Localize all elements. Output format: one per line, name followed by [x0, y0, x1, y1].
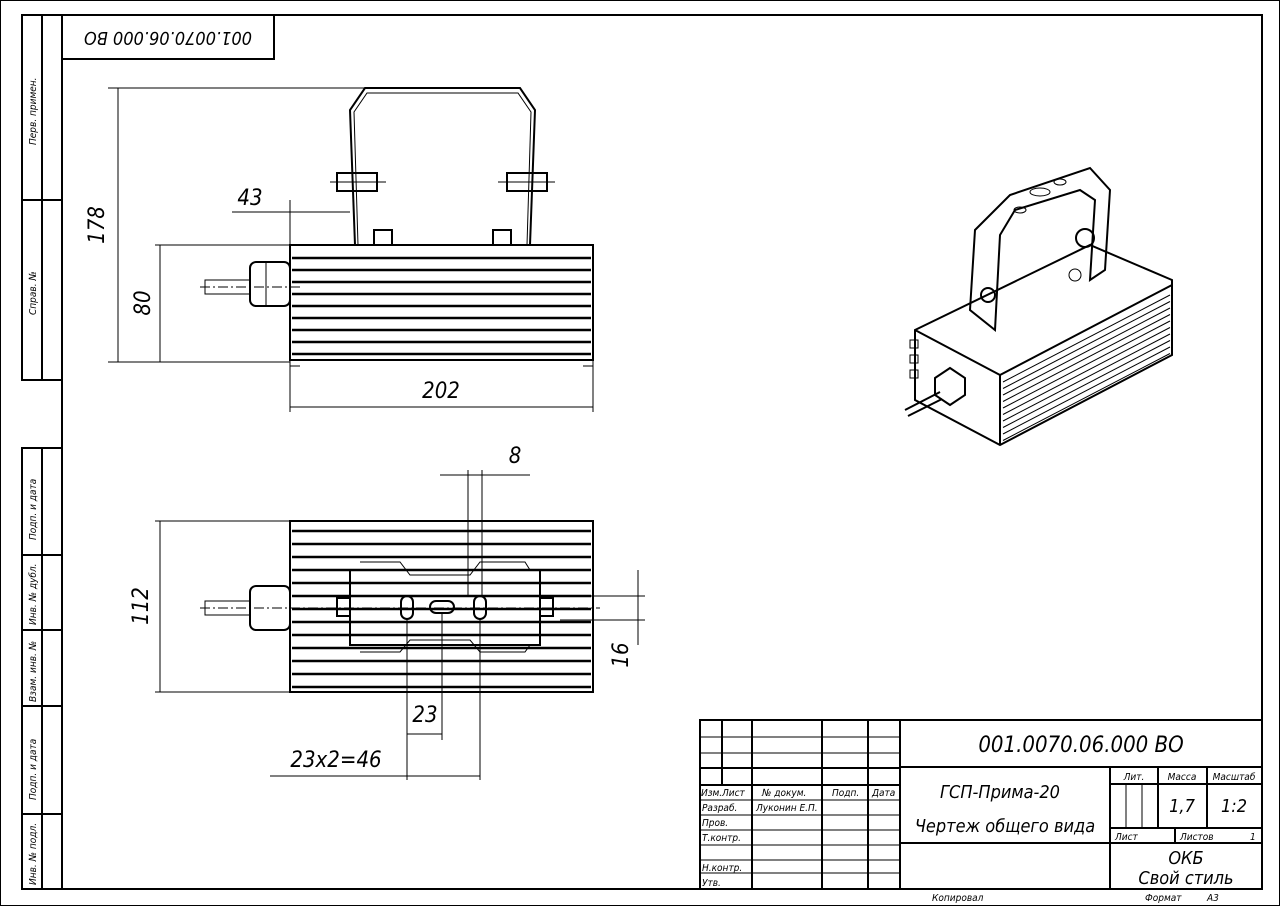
- drawing-type: Чертеж общего вида: [915, 816, 1095, 837]
- sheet-label: Лист: [1114, 832, 1139, 843]
- header-list: Лист: [721, 788, 746, 799]
- lit-label: Лит.: [1123, 772, 1145, 783]
- sheets-label: Листов: [1179, 832, 1214, 843]
- developer-name: Луконин Е.П.: [755, 803, 818, 814]
- role-razrab: Разраб.: [702, 802, 737, 814]
- strip-label: Взам. инв. №: [28, 641, 39, 702]
- header-doc: № докум.: [761, 788, 806, 799]
- header-izm: Изм.: [701, 788, 722, 799]
- bottom-dimensions: 112 8 16 23 23x2=46: [129, 444, 645, 780]
- dim-height-total: 178: [85, 206, 110, 244]
- fin-line: [1002, 301, 1171, 389]
- strip-label: Подп. и дата: [28, 739, 39, 800]
- strip-label: Справ. №: [28, 271, 39, 315]
- mass-label: Масса: [1168, 772, 1197, 783]
- fin-line: [1002, 327, 1171, 415]
- dim-slot-width: 8: [509, 444, 522, 469]
- strip-label: Перв. примен.: [28, 77, 39, 145]
- role-utv: Утв.: [702, 878, 721, 889]
- fin-line: [1002, 333, 1171, 422]
- isometric-view: [904, 166, 1173, 447]
- side-strip: Перв. примен. Справ. № Подп. и дата Инв.…: [21, 14, 63, 890]
- copied-label: Копировал: [932, 893, 984, 904]
- front-view: [200, 87, 594, 367]
- front-dimensions: 178 80 43 202: [85, 87, 594, 412]
- product-name: ГСП-Прима-20: [940, 782, 1060, 803]
- fin-line: [1002, 320, 1171, 409]
- fin-line: [1002, 353, 1171, 441]
- header-date: Дата: [871, 788, 895, 799]
- strip-label: Подп. и дата: [28, 479, 39, 540]
- scale-value: 1:2: [1221, 796, 1247, 817]
- dim-slot-height: 16: [609, 642, 634, 667]
- dim-pitch-total: 23x2=46: [290, 748, 381, 773]
- strip-label: Инв. № дубл.: [27, 563, 39, 625]
- bottom-view: [200, 520, 600, 693]
- fin-line: [1002, 314, 1171, 402]
- fin-line: [1002, 346, 1171, 435]
- dim-width: 112: [129, 587, 154, 625]
- org-name: ОКБ: [1168, 848, 1203, 869]
- code-stamp-text: 001.0070.06.000 ВО: [84, 27, 252, 48]
- dim-length: 202: [422, 379, 460, 404]
- format-value: А3: [1206, 893, 1219, 904]
- fin-line: [1002, 340, 1171, 428]
- format-label: Формат: [1145, 893, 1182, 904]
- mass-value: 1,7: [1169, 796, 1195, 817]
- role-nkontr: Н.контр.: [702, 863, 742, 874]
- header-sign: Подп.: [832, 788, 859, 799]
- title-block: 001.0070.06.000 ВО ГСП-Прима-20 Чертеж о…: [699, 719, 1263, 890]
- role-prov: Пров.: [702, 818, 728, 829]
- scale-label: Масштаб: [1213, 771, 1256, 783]
- drawing-code: 001.0070.06.000 ВО: [978, 733, 1183, 758]
- dim-pitch: 23: [412, 703, 437, 728]
- org-style: Свой стиль: [1138, 868, 1233, 889]
- dim-height-body: 80: [131, 290, 156, 315]
- fin-line: [1002, 307, 1171, 396]
- code-stamp: [61, 14, 275, 60]
- fin-line: [1002, 294, 1171, 383]
- strip-label: Инв. № подл.: [28, 823, 39, 885]
- role-tkontr: Т.контр.: [702, 833, 741, 844]
- dim-offset: 43: [237, 186, 262, 211]
- sheets-value: 1: [1250, 832, 1256, 843]
